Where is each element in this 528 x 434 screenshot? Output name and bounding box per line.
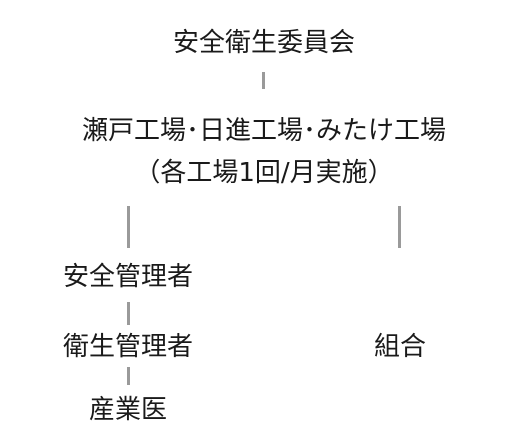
connector-factories-to-union	[398, 206, 401, 248]
factories-label: 瀬戸工場･日進工場･みたけ工場	[81, 116, 446, 146]
hygiene-manager: 衛生管理者	[62, 332, 193, 362]
connector-factories-to-safety	[127, 206, 130, 248]
committee-title: 安全衛生委員会	[172, 28, 355, 58]
connector-safety-to-hygiene	[127, 302, 130, 325]
industrial-physician: 産業医	[88, 395, 167, 425]
connector-hygiene-to-doctor	[127, 367, 130, 385]
frequency-label: （各工場1回/月実施）	[134, 158, 394, 188]
safety-manager: 安全管理者	[62, 262, 193, 292]
connector-committee-to-factories	[262, 72, 265, 89]
union: 組合	[373, 332, 426, 362]
